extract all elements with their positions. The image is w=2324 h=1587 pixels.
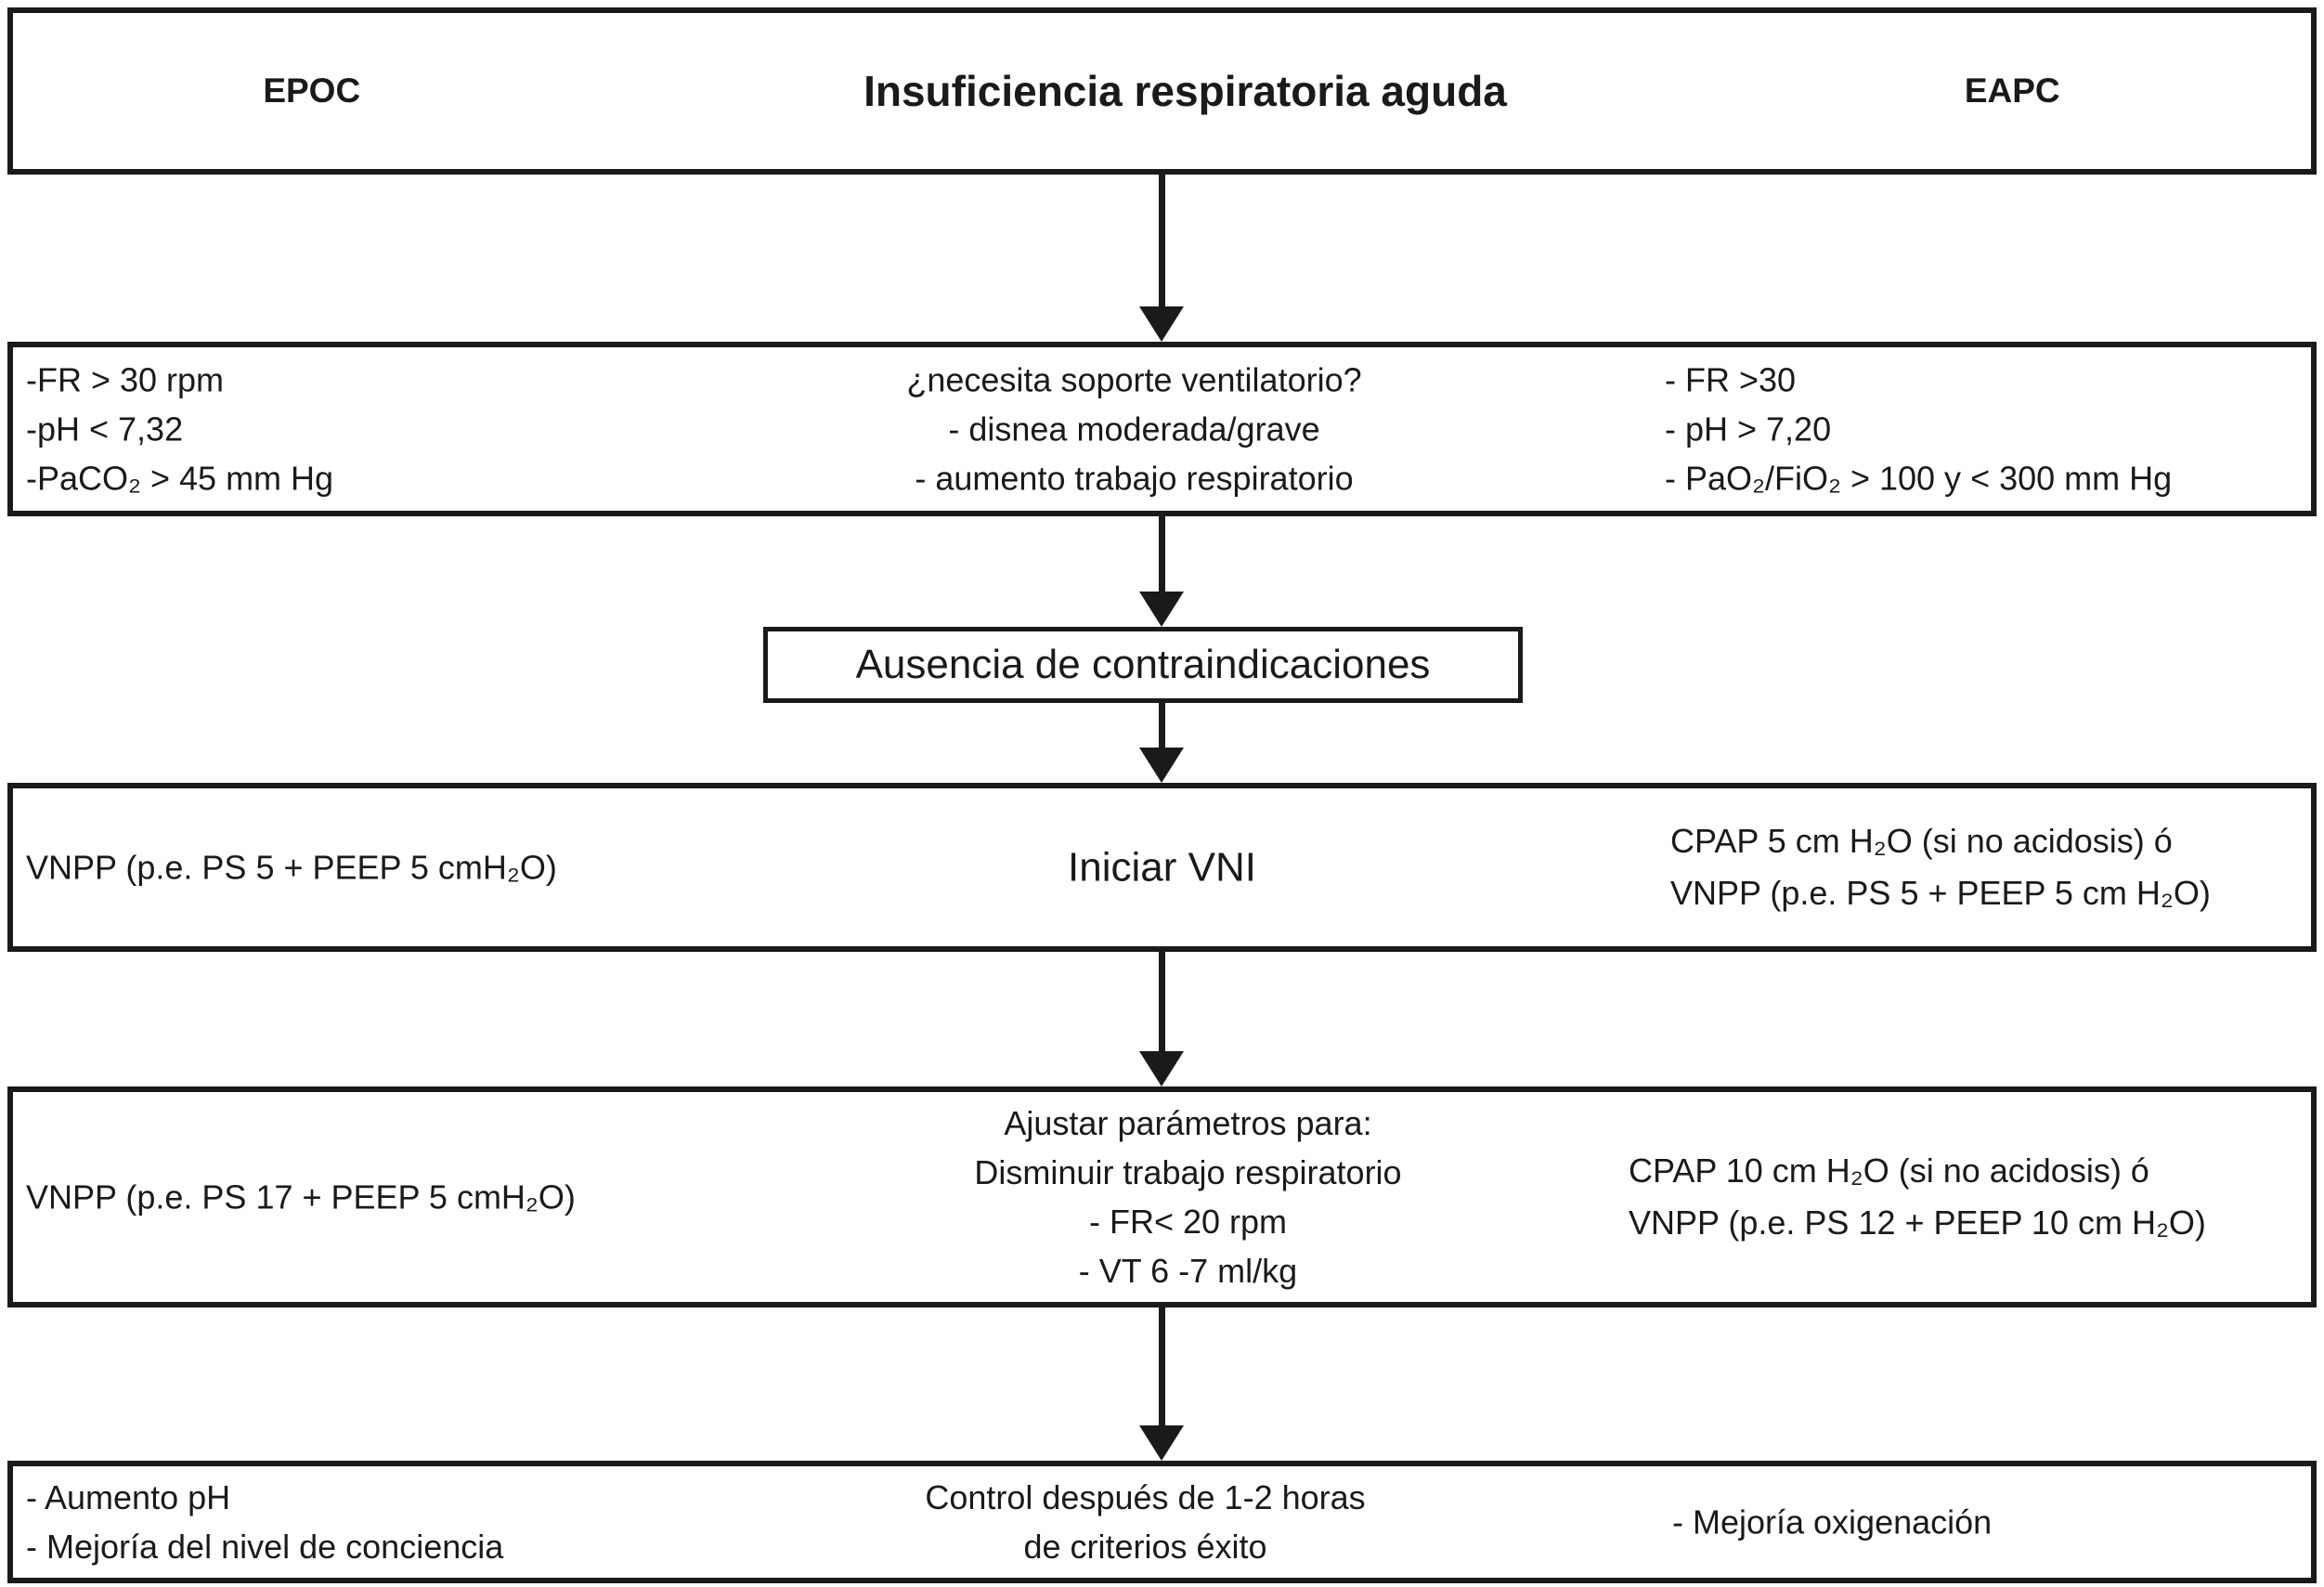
eapc-adjusted-settings-line: VNPP (p.e. PS 12 + PEEP 10 cm H₂O) — [1629, 1203, 2206, 1242]
arrow-head-icon — [1139, 748, 1184, 783]
epoc-criteria-line: -PaCO₂ > 45 mm Hg — [26, 459, 334, 498]
contraindications-box: Ausencia de contraindicaciones — [763, 627, 1523, 703]
column-label-epoc: EPOC — [263, 72, 361, 110]
start-vni-box: VNPP (p.e. PS 5 + PEEP 5 cmH₂O) Iniciar … — [7, 783, 2317, 952]
eapc-adjusted-settings: CPAP 10 cm H₂O (si no acidosis) ó VNPP (… — [1629, 1145, 2206, 1249]
eapc-initial-settings-line: VNPP (p.e. PS 5 + PEEP 5 cm H₂O) — [1670, 874, 2211, 912]
adjust-goal-line: Ajustar parámetros para: — [1004, 1104, 1372, 1142]
epoc-success-criteria: - Aumento pH - Mejoría del nivel de conc… — [26, 1473, 503, 1571]
eapc-criteria-line: - FR >30 — [1665, 360, 1797, 399]
epoc-initial-settings: VNPP (p.e. PS 5 + PEEP 5 cmH₂O) — [26, 848, 557, 887]
arrow-stem — [1158, 703, 1165, 748]
eapc-criteria-line: - PaO₂/FiO₂ > 100 y < 300 mm Hg — [1665, 459, 2173, 498]
eapc-success-line: - Mejoría oxigenación — [1672, 1502, 1993, 1541]
eapc-criteria-line: - pH > 7,20 — [1665, 410, 1832, 449]
arrow-stem — [1158, 516, 1165, 592]
control-timing: Control después de 1-2 horas de criterio… — [925, 1473, 1365, 1571]
flow-arrow — [1139, 516, 1184, 627]
column-label-eapc: EAPC — [1964, 72, 2060, 110]
arrow-head-icon — [1139, 1051, 1184, 1086]
adjust-goal-line: - VT 6 -7 ml/kg — [1078, 1252, 1298, 1290]
epoc-success-line: - Aumento pH — [26, 1478, 231, 1516]
adjust-parameters-box: VNPP (p.e. PS 17 + PEEP 5 cmH₂O) Ajustar… — [7, 1086, 2317, 1307]
eapc-criteria: - FR >30 - pH > 7,20 - PaO₂/FiO₂ > 100 y… — [1665, 356, 2172, 503]
control-timing-line: de criterios éxito — [1023, 1528, 1267, 1566]
ventilatory-support-question: ¿necesita soporte ventilatorio? - disnea… — [906, 356, 1361, 503]
eapc-adjusted-settings-line: CPAP 10 cm H₂O (si no acidosis) ó — [1629, 1151, 2149, 1190]
flow-arrow — [1139, 175, 1184, 342]
arrow-stem — [1158, 952, 1165, 1051]
adjust-goal-line: - FR< 20 rpm — [1088, 1203, 1288, 1241]
flow-arrow — [1139, 703, 1184, 783]
arrow-head-icon — [1139, 592, 1184, 627]
epoc-adjusted-settings: VNPP (p.e. PS 17 + PEEP 5 cmH₂O) — [26, 1177, 576, 1216]
arrow-head-icon — [1139, 1425, 1184, 1461]
epoc-criteria: -FR > 30 rpm -pH < 7,32 -PaCO₂ > 45 mm H… — [26, 356, 333, 503]
flow-arrow — [1139, 952, 1184, 1086]
control-box: - Aumento pH - Mejoría del nivel de conc… — [7, 1461, 2317, 1583]
epoc-criteria-line: -pH < 7,32 — [26, 410, 184, 449]
adjust-goal-line: Disminuir trabajo respiratorio — [974, 1153, 1402, 1191]
adjust-parameters-goals: Ajustar parámetros para: Disminuir traba… — [974, 1099, 1401, 1295]
diagram-title: Insuficiencia respiratoria aguda — [863, 67, 1507, 115]
epoc-criteria-line: -FR > 30 rpm — [26, 360, 225, 399]
question-line: - aumento trabajo respiratorio — [915, 459, 1354, 498]
arrow-stem — [1158, 1307, 1165, 1425]
question-line: - disnea moderada/grave — [948, 410, 1320, 449]
control-timing-line: Control después de 1-2 horas — [925, 1478, 1366, 1516]
eapc-success-criteria: - Mejoría oxigenación — [1672, 1498, 1992, 1547]
flow-arrow — [1139, 1307, 1184, 1461]
header-box: EPOC Insuficiencia respiratoria aguda EA… — [7, 7, 2317, 175]
start-vni-label: Iniciar VNI — [1068, 844, 1256, 891]
criteria-box: -FR > 30 rpm -pH < 7,32 -PaCO₂ > 45 mm H… — [7, 342, 2317, 516]
contraindications-label: Ausencia de contraindicaciones — [855, 642, 1431, 687]
epoc-success-line: - Mejoría del nivel de conciencia — [26, 1528, 504, 1566]
eapc-initial-settings: CPAP 5 cm H₂O (si no acidosis) ó VNPP (p… — [1670, 815, 2211, 919]
eapc-initial-settings-line: CPAP 5 cm H₂O (si no acidosis) ó — [1670, 822, 2173, 860]
arrow-stem — [1158, 175, 1165, 306]
question-line: ¿necesita soporte ventilatorio? — [906, 360, 1362, 399]
arrow-head-icon — [1139, 306, 1184, 342]
